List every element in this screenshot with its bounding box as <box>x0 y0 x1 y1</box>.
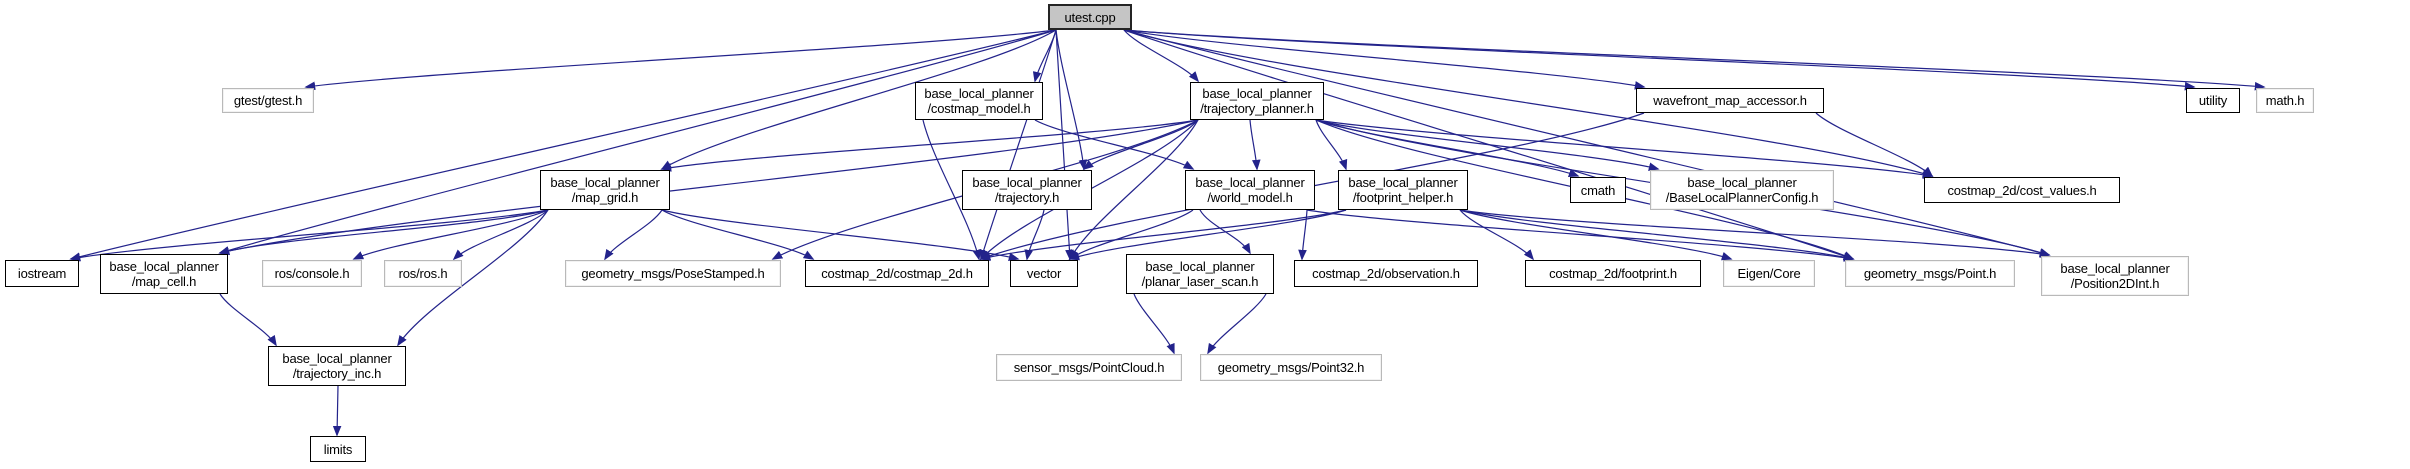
node-iostream[interactable]: iostream <box>5 260 79 287</box>
node-gtest-h: gtest/gtest.h <box>222 88 314 113</box>
edge-map_grid-to-iostream <box>69 209 549 262</box>
node-map-grid-h[interactable]: base_local_planner /map_grid.h <box>540 170 670 210</box>
edge-utest-to-vector <box>1055 29 1074 261</box>
node-footprint-helper-h[interactable]: base_local_planner /footprint_helper.h <box>1338 170 1468 210</box>
node-trajectory-planner-h[interactable]: base_local_planner /trajectory_planner.h <box>1190 82 1324 120</box>
edge-traj_planner-to-trajectory <box>1082 119 1199 170</box>
node-vector[interactable]: vector <box>1010 260 1078 287</box>
edge-planar-to-pointcloud <box>1133 293 1175 355</box>
edge-utest-to-wavefront <box>1123 29 1646 90</box>
edge-utest-to-map_cell <box>218 29 1057 255</box>
node-wavefront-map-accessor-h[interactable]: wavefront_map_accessor.h <box>1636 88 1824 113</box>
node-cost-values-h[interactable]: costmap_2d/cost_values.h <box>1924 177 2120 203</box>
node-world-model-h[interactable]: base_local_planner /world_model.h <box>1185 170 1315 210</box>
edge-map_grid-to-map_cell <box>218 209 549 255</box>
node-observation-h[interactable]: costmap_2d/observation.h <box>1294 260 1478 287</box>
node-position2dint-h: base_local_planner /Position2DInt.h <box>2041 256 2189 296</box>
edge-map_grid-to-vector <box>661 209 1020 261</box>
node-eigen-core: Eigen/Core <box>1723 260 1815 287</box>
edge-footprint_helper-to-point <box>1459 209 1855 262</box>
edge-traj_planner-to-footprint_helper <box>1315 119 1348 171</box>
node-math-h: math.h <box>2256 88 2314 113</box>
edge-utest-to-costmap_model <box>1032 29 1057 83</box>
node-ros-console-h: ros/console.h <box>262 260 362 287</box>
edge-footprint_helper-to-pos2dint <box>1459 209 2051 258</box>
node-cmath[interactable]: cmath <box>1570 177 1626 203</box>
node-pose-stamped-h: geometry_msgs/PoseStamped.h <box>565 260 781 287</box>
edge-traj_planner-to-map_grid <box>660 119 1199 172</box>
edge-traj_inc-to-limits <box>332 385 342 437</box>
edge-map_grid-to-posestamped <box>604 209 663 261</box>
node-map-cell-h[interactable]: base_local_planner /map_cell.h <box>100 254 228 294</box>
edge-traj_planner-to-map_cell <box>218 119 1199 256</box>
edge-utest-to-map_grid <box>660 29 1057 170</box>
edge-planar-to-point32 <box>1207 293 1267 355</box>
edge-utest-to-iostream <box>69 29 1057 261</box>
edge-traj_planner-to-cmath <box>1315 119 1580 177</box>
edge-traj_planner-to-blp_config <box>1315 119 1660 171</box>
node-point-h: geometry_msgs/Point.h <box>1845 260 2015 287</box>
edge-utest-to-math <box>1123 29 2266 91</box>
edge-utest-to-cost_values <box>1123 29 1934 178</box>
node-planar-laser-scan-h[interactable]: base_local_planner /planar_laser_scan.h <box>1126 254 1274 294</box>
edge-map_cell-to-traj_inc <box>219 293 277 347</box>
node-point-cloud-h: sensor_msgs/PointCloud.h <box>996 354 1182 381</box>
edge-map_grid-to-rosros <box>452 209 549 261</box>
edge-trajectory-to-vector <box>1024 209 1045 261</box>
edge-world_model-to-point <box>1306 209 1855 262</box>
node-costmap-model-h[interactable]: base_local_planner /costmap_model.h <box>915 82 1043 120</box>
node-limits[interactable]: limits <box>310 436 366 462</box>
edge-utest-to-trajectory <box>1055 29 1088 171</box>
edge-footprint_helper-to-footprint <box>1459 209 1535 261</box>
edge-world_model-to-observation <box>1298 209 1308 261</box>
node-utility[interactable]: utility <box>2186 88 2240 113</box>
edge-footprint_helper-to-vector <box>1068 209 1347 261</box>
edge-map_grid-to-console <box>352 209 549 260</box>
node-point32-h: geometry_msgs/Point32.h <box>1200 354 1382 381</box>
node-trajectory-inc-h[interactable]: base_local_planner /trajectory_inc.h <box>268 346 406 386</box>
edge-utest-to-utility <box>1123 29 2196 91</box>
edge-utest-to-traj_planner <box>1123 29 1200 83</box>
edge-costmap_model-to-world_model <box>1034 119 1195 170</box>
node-trajectory-h[interactable]: base_local_planner /trajectory.h <box>962 170 1092 210</box>
node-ros-ros-h: ros/ros.h <box>384 260 462 287</box>
edge-traj_planner-to-world_model <box>1249 119 1261 171</box>
edge-footprint_helper-to-eigen <box>1459 209 1733 261</box>
edge-map_grid-to-costmap2d <box>661 209 815 260</box>
node-footprint-h[interactable]: costmap_2d/footprint.h <box>1525 260 1701 287</box>
node-base-local-planner-config-h: base_local_planner /BaseLocalPlannerConf… <box>1650 170 1834 210</box>
edge-wavefront-to-cost_values <box>1815 112 1934 178</box>
edge-costmap_model-to-costmap2d <box>922 119 982 261</box>
edge-utest-to-costmap2d <box>979 29 1057 261</box>
edge-footprint_helper-to-costmap2d <box>979 209 1347 262</box>
node-utest-cpp: utest.cpp <box>1048 4 1132 30</box>
edge-map_grid-to-traj_inc <box>397 209 549 347</box>
edge-utest-to-pos2dint <box>1123 29 2051 257</box>
edge-utest-to-gtest <box>304 29 1057 91</box>
edge-traj_planner-to-cost_values <box>1315 119 1934 179</box>
node-costmap-2d-h[interactable]: costmap_2d/costmap_2d.h <box>805 260 989 287</box>
